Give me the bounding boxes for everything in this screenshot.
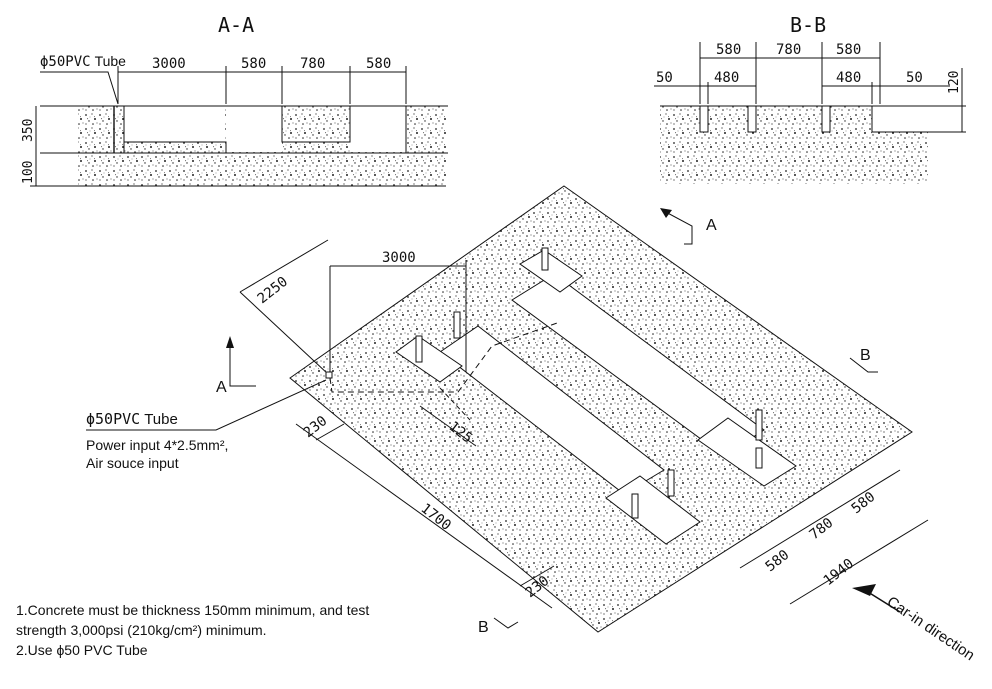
note-line-3: 2.Use ϕ50 PVC Tube — [16, 642, 148, 658]
plan-dim-230-top: 230 — [301, 413, 331, 441]
section-aa-dim-580a: 580 — [241, 56, 266, 72]
section-bb-dim-50b: 50 — [906, 70, 923, 86]
section-bb-dim-480a: 480 — [714, 70, 739, 86]
tube-path-dashed — [329, 321, 561, 393]
car-in-label: Car-in direction — [884, 593, 978, 664]
section-aa-height-350: 350 — [21, 119, 36, 142]
plan-dim-3000: 3000 — [382, 250, 416, 266]
plan-dim-580-right: 580 — [849, 489, 879, 517]
cut-a-top-label: A — [706, 217, 717, 234]
callout-air-input: Air souce input — [86, 455, 179, 471]
note-line-1: 1.Concrete must be thickness 150mm minim… — [16, 602, 370, 618]
concrete-slab — [289, 185, 913, 633]
pit-front-top — [395, 335, 463, 383]
cut-b-bottom-arrow — [493, 617, 519, 629]
section-aa-pit-gap — [226, 106, 282, 152]
section-bb-dim-480b: 480 — [836, 70, 861, 86]
cut-b-right-label: B — [860, 347, 871, 364]
pit-back-right — [697, 417, 797, 487]
section-aa-dim-580b: 580 — [366, 56, 391, 72]
section-bb-dim-50a: 50 — [656, 70, 673, 86]
cut-b-bottom-label: B — [478, 619, 489, 636]
section-bb: B-B 580 780 580 50 480 480 50 120 — [654, 13, 966, 184]
section-aa-pit-right — [350, 106, 406, 152]
plan-dim-1940: 1940 — [821, 556, 857, 589]
pit-back-top — [519, 249, 583, 293]
section-aa-dim-3000: 3000 — [152, 56, 186, 72]
note-line-2: strength 3,000psi (210kg/cm²) minimum. — [16, 622, 267, 638]
cut-b-right-arrow — [849, 357, 878, 373]
callout-power-input: Power input 4*2.5mm², — [86, 437, 228, 453]
plan-dim-2250: 2250 — [255, 274, 291, 307]
section-aa-height-100: 100 — [21, 161, 36, 184]
notes-block: 1.Concrete must be thickness 150mm minim… — [16, 600, 476, 660]
plan-view: 3000 2250 125 230 1700 230 580 780 580 1… — [216, 185, 929, 636]
section-aa-title: A-A — [218, 13, 254, 37]
section-aa-pit-main — [124, 106, 224, 142]
section-aa-dim-780: 780 — [300, 56, 325, 72]
cut-a-top-arrow — [661, 209, 693, 245]
pit-front-left — [605, 475, 701, 545]
section-bb-height-120: 120 — [947, 71, 962, 94]
section-bb-dim-780: 780 — [776, 42, 801, 58]
car-in-direction: Car-in direction — [852, 584, 978, 664]
cut-a-left-arrow — [229, 340, 256, 387]
section-bb-dim-580a: 580 — [716, 42, 741, 58]
plan-dim-780: 780 — [807, 515, 837, 543]
section-bb-title: B-B — [790, 13, 826, 37]
section-bb-dim-580b: 580 — [836, 42, 861, 58]
cut-a-left-label: A — [216, 379, 227, 396]
